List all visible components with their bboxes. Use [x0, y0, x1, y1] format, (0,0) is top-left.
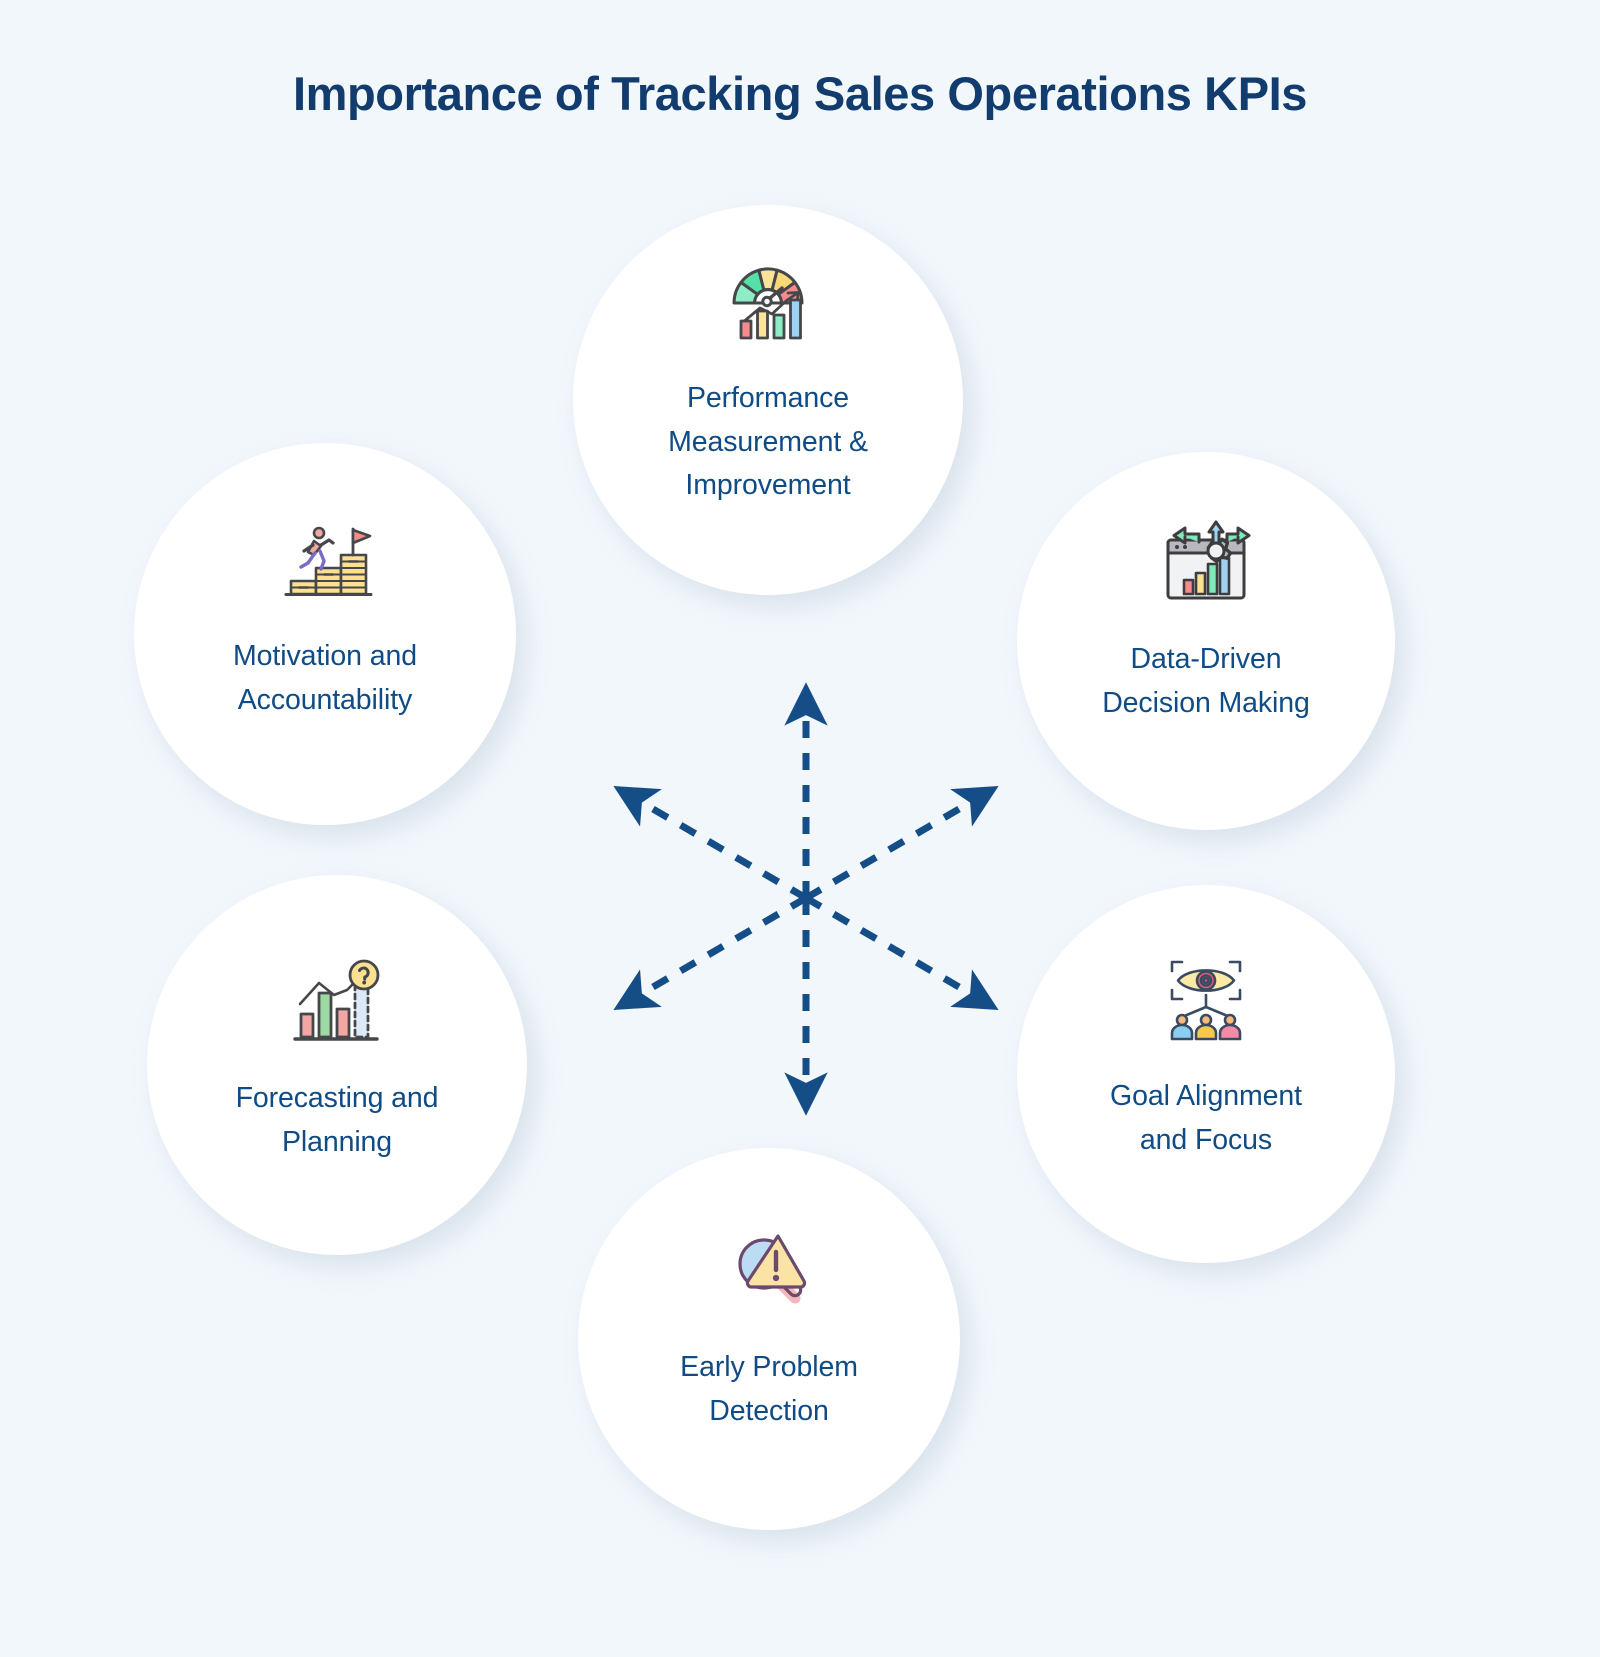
icon-wrap [289, 957, 385, 1049]
node-goal-alignment-focus[interactable]: Goal Alignment and Focus [1017, 885, 1395, 1263]
magnifier-warning-triangle-icon [738, 1234, 807, 1304]
icon-wrap [720, 257, 816, 353]
icon-wrap [722, 1218, 816, 1312]
page-title: Importance of Tracking Sales Operations … [292, 67, 1308, 120]
node-early-problem-detection[interactable]: Early Problem Detection [578, 1148, 960, 1530]
node-performance-label: Performance Measurement & Improvement [668, 382, 868, 502]
node-goal-label: Goal Alignment and Focus [1110, 1080, 1302, 1156]
center-arrow-burst [566, 630, 1046, 1130]
node-performance-measurement[interactable]: Performance Measurement & Improvement [573, 205, 963, 595]
node-forecasting-label: Forecasting and Planning [235, 1082, 439, 1158]
runner-stairs-flag-icon [284, 526, 373, 596]
icon-wrap [1158, 514, 1254, 610]
node-motivation-label: Motivation and Accountability [233, 640, 417, 716]
node-data-driven-decision-making[interactable]: Data-Driven Decision Making [1017, 452, 1395, 830]
dashboard-gear-arrows-icon [1166, 520, 1251, 600]
node-motivation-accountability[interactable]: Motivation and Accountability [134, 443, 516, 825]
node-earlyproblem-label: Early Problem Detection [680, 1351, 858, 1427]
icon-wrap [1158, 955, 1254, 1045]
icon-wrap [277, 521, 373, 607]
node-datadriven-label: Data-Driven Decision Making [1102, 643, 1310, 719]
bar-chart-question-mark-icon [293, 959, 380, 1041]
node-forecasting-planning[interactable]: Forecasting and Planning [147, 875, 527, 1255]
eye-target-team-focus-icon [1170, 960, 1242, 1041]
gauge-bar-chart-growth-icon [732, 267, 804, 340]
six-way-dashed-arrow-burst-icon [613, 682, 999, 1116]
